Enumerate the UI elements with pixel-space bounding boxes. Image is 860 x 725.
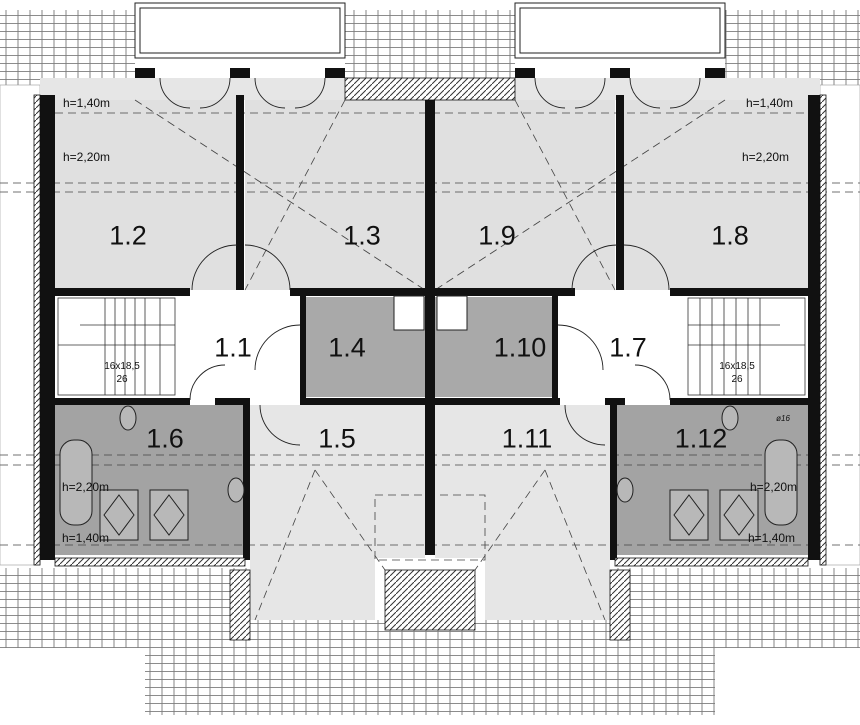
pipe-label: ø16 xyxy=(776,414,790,423)
stair-dimensions: 16x18,5 xyxy=(104,361,140,372)
room-label-1-11: 1.11 xyxy=(501,423,553,454)
room-label-1-5: 1.5 xyxy=(318,423,356,454)
height-label: h=1,40m xyxy=(62,531,110,545)
height-label: h=2,20m xyxy=(63,150,111,164)
door-swings xyxy=(159,77,701,446)
room-label-1-10: 1.10 xyxy=(493,332,547,363)
room-label-1-1: 1.1 xyxy=(214,332,252,363)
room-label-1-3: 1.3 xyxy=(343,220,381,251)
stair-dimensions: 16x18,5 xyxy=(719,361,755,372)
height-label: h=2,20m xyxy=(742,150,790,164)
top-dormers xyxy=(134,2,726,59)
room-label-1-9: 1.9 xyxy=(478,220,516,251)
height-label: h=1,40m xyxy=(746,96,794,110)
room-label-1-2: 1.2 xyxy=(109,220,147,251)
bathroom-fixtures xyxy=(59,295,798,541)
stairs xyxy=(57,297,806,396)
stair-count: 26 xyxy=(731,374,743,385)
stair-count: 26 xyxy=(116,374,128,385)
insulation xyxy=(33,77,827,641)
height-label: h=2,20m xyxy=(62,480,110,494)
height-label: h=2,20m xyxy=(750,480,798,494)
room-label-1-6: 1.6 xyxy=(146,423,184,454)
room-label-1-12: 1.12 xyxy=(674,423,728,454)
room-label-1-8: 1.8 xyxy=(711,220,749,251)
walls xyxy=(40,68,820,560)
room-label-1-7: 1.7 xyxy=(609,332,647,363)
room-label-1-4: 1.4 xyxy=(328,332,366,363)
height-label: h=1,40m xyxy=(748,531,796,545)
height-label: h=1,40m xyxy=(63,96,111,110)
